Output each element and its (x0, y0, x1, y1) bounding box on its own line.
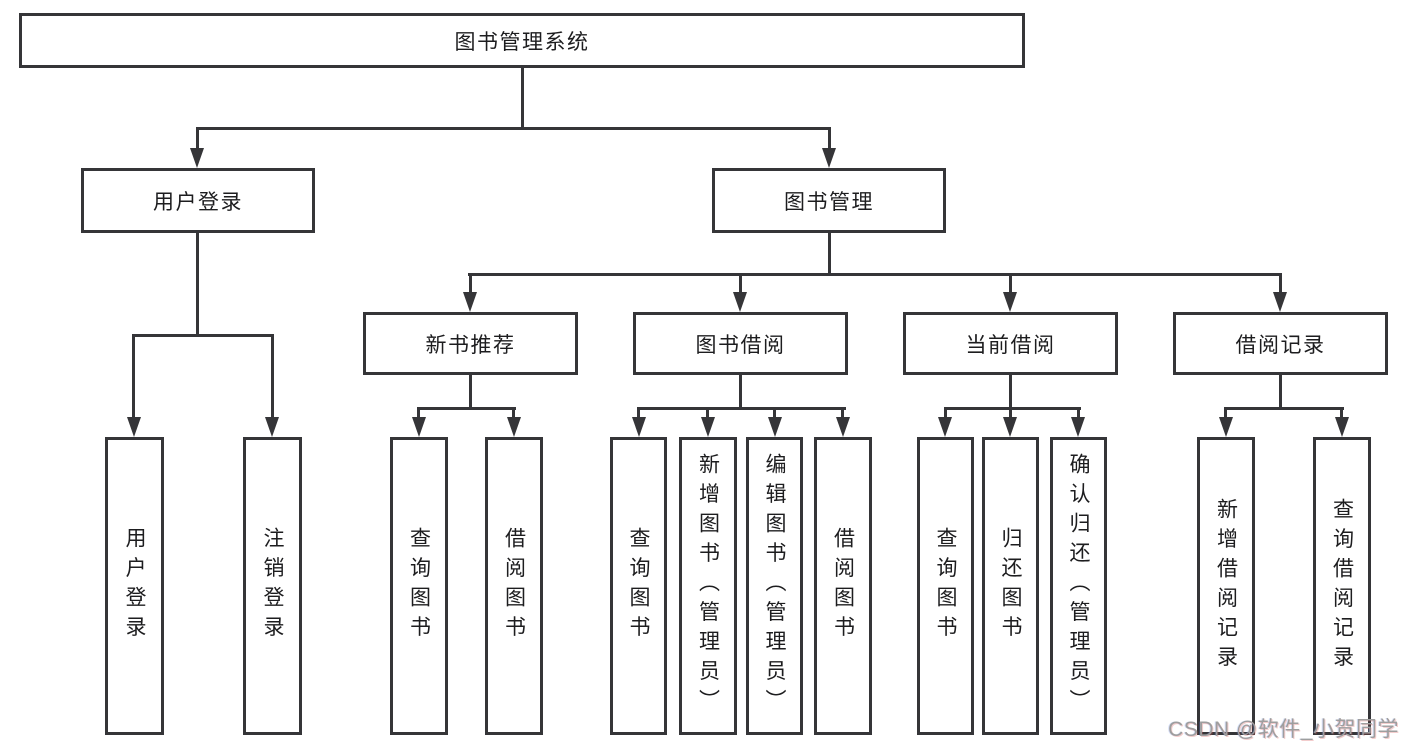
node-book-management: 图书管理 (712, 168, 946, 233)
connector-line (132, 334, 135, 417)
arrow-down-icon (265, 417, 279, 437)
connector-line (521, 68, 524, 130)
leaf-add-borrow-record-label: 新增借阅记录 (1214, 497, 1238, 675)
arrow-down-icon (632, 417, 646, 437)
leaf-add-book-admin-label: 新增图书（管理员） (696, 453, 720, 719)
connector-line (271, 334, 274, 417)
node-current-borrowing-label: 当前借阅 (965, 333, 1056, 357)
node-root: 图书管理系统 (19, 13, 1025, 68)
connector-line (706, 407, 709, 417)
connector-line (132, 334, 274, 337)
connector-line (739, 375, 742, 410)
connector-line (773, 407, 776, 417)
leaf-logout-label: 注销登录 (261, 527, 285, 645)
node-current-borrowing: 当前借阅 (903, 312, 1118, 375)
leaf-user-login: 用户登录 (105, 437, 164, 735)
leaf-query-books-borrowing: 查询图书 (610, 437, 667, 735)
leaf-query-books-current: 查询图书 (917, 437, 974, 735)
node-root-label: 图书管理系统 (454, 30, 590, 54)
arrow-down-icon (1003, 417, 1017, 437)
leaf-edit-book-admin: 编辑图书（管理员） (746, 437, 803, 735)
leaf-return-books-label: 归还图书 (999, 527, 1023, 645)
arrow-down-icon (507, 417, 521, 437)
leaf-query-borrow-record: 查询借阅记录 (1313, 437, 1371, 735)
arrow-down-icon (938, 417, 952, 437)
connector-line (1009, 375, 1012, 410)
node-borrowing-records: 借阅记录 (1173, 312, 1388, 375)
node-new-book-recommendation: 新书推荐 (363, 312, 578, 375)
connector-line (196, 233, 199, 337)
arrow-down-icon (463, 292, 477, 312)
connector-line (841, 407, 844, 417)
leaf-confirm-return-admin: 确认归还（管理员） (1050, 437, 1107, 735)
connector-line (637, 407, 640, 417)
node-book-management-label: 图书管理 (784, 190, 874, 214)
connector-line (1279, 273, 1282, 292)
leaf-logout: 注销登录 (243, 437, 302, 735)
leaf-query-books-borrowing-label: 查询图书 (627, 527, 651, 645)
connector-line (739, 273, 742, 292)
node-new-book-recommendation-label: 新书推荐 (425, 333, 516, 357)
leaf-query-books-current-label: 查询图书 (934, 527, 958, 645)
leaf-query-books-recommend: 查询图书 (390, 437, 448, 735)
leaf-borrow-books-recommend: 借阅图书 (485, 437, 543, 735)
leaf-add-borrow-record: 新增借阅记录 (1197, 437, 1255, 735)
arrow-down-icon (822, 148, 836, 168)
connector-line (828, 127, 831, 148)
leaf-add-book-admin: 新增图书（管理员） (679, 437, 737, 735)
arrow-down-icon (733, 292, 747, 312)
node-user-login: 用户登录 (81, 168, 315, 233)
leaf-borrow-books-borrowing: 借阅图书 (814, 437, 872, 735)
watermark: CSDN @软件_小贺同学 (1168, 718, 1399, 741)
arrow-down-icon (1003, 292, 1017, 312)
arrow-down-icon (412, 417, 426, 437)
node-book-borrowing: 图书借阅 (633, 312, 848, 375)
connector-line (1279, 375, 1282, 410)
connector-line (469, 273, 472, 292)
arrow-down-icon (1071, 417, 1085, 437)
connector-line (196, 127, 199, 148)
arrow-down-icon (836, 417, 850, 437)
arrow-down-icon (1273, 292, 1287, 312)
connector-line (417, 407, 516, 410)
connector-line (468, 273, 1282, 276)
connector-line (637, 407, 846, 410)
connector-line (944, 407, 1081, 410)
connector-line (469, 375, 472, 410)
connector-line (1224, 407, 1344, 410)
connector-line (1224, 407, 1227, 417)
connector-line (1077, 407, 1080, 417)
arrow-down-icon (127, 417, 141, 437)
arrow-down-icon (1219, 417, 1233, 437)
node-user-login-label: 用户登录 (153, 190, 243, 214)
arrow-down-icon (768, 417, 782, 437)
arrow-down-icon (190, 148, 204, 168)
connector-line (196, 127, 831, 130)
connector-line (512, 407, 515, 417)
connector-line (944, 407, 947, 417)
node-book-borrowing-label: 图书借阅 (695, 333, 786, 357)
arrow-down-icon (1335, 417, 1349, 437)
leaf-edit-book-admin-label: 编辑图书（管理员） (763, 453, 787, 719)
connector-line (828, 233, 831, 276)
leaf-query-books-recommend-label: 查询图书 (407, 527, 431, 645)
connector-line (1009, 407, 1012, 417)
connector-line (417, 407, 420, 417)
node-borrowing-records-label: 借阅记录 (1235, 333, 1326, 357)
connector-line (1009, 273, 1012, 292)
leaf-return-books: 归还图书 (982, 437, 1039, 735)
arrow-down-icon (701, 417, 715, 437)
leaf-user-login-label: 用户登录 (123, 527, 147, 645)
leaf-borrow-books-recommend-label: 借阅图书 (502, 527, 526, 645)
leaf-query-borrow-record-label: 查询借阅记录 (1330, 497, 1354, 675)
leaf-confirm-return-admin-label: 确认归还（管理员） (1067, 453, 1091, 719)
connector-line (1340, 407, 1343, 417)
leaf-borrow-books-borrowing-label: 借阅图书 (831, 527, 855, 645)
